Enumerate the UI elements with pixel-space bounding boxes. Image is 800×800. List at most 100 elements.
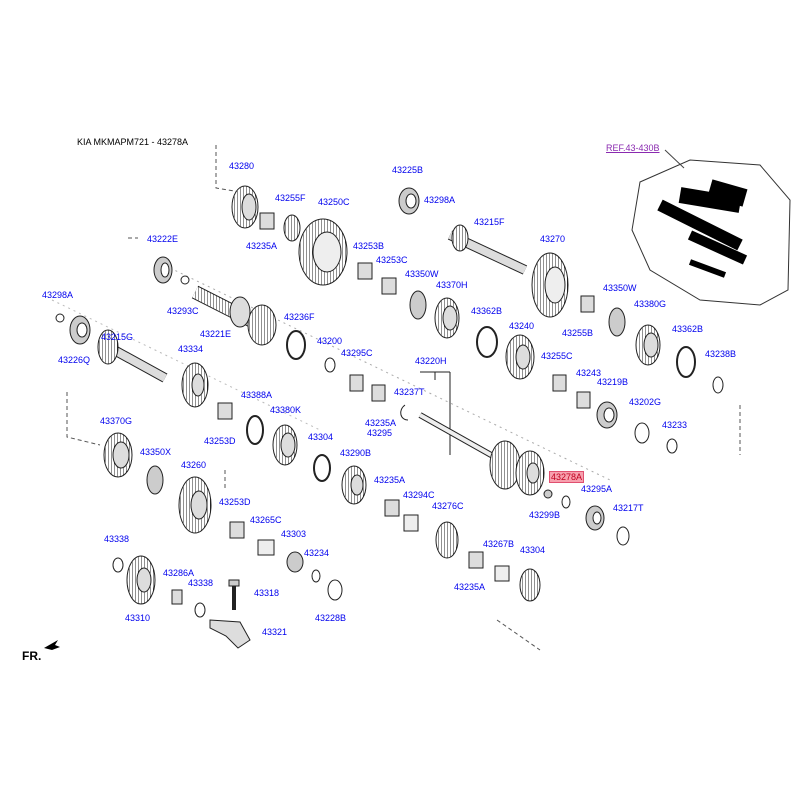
part-label-43270[interactable]: 43270 [540,234,566,244]
part-label-43235A[interactable]: 43235A [246,241,278,251]
part-label-43217T[interactable]: 43217T [613,503,644,513]
front-arrow-icon [44,640,60,650]
reference-link[interactable]: REF.43-430B [606,143,660,153]
part-label-43237T[interactable]: 43237T [394,387,425,397]
ring-43388A [246,415,264,445]
gear-43240 [505,334,535,380]
part-label-43253D[interactable]: 43253D [204,436,236,446]
part-label-43293C[interactable]: 43293C [167,306,199,316]
part-label-43253C[interactable]: 43253C [376,255,408,265]
bearing-43235A-3 [384,499,400,517]
ring-43202G [634,422,650,444]
part-label-43298A[interactable]: 43298A [42,290,74,300]
ring-43236F [286,330,306,360]
part-label-43350W[interactable]: 43350W [603,283,637,293]
part-label-43235A[interactable]: 43235A [365,418,397,428]
part-label-43294C[interactable]: 43294C [403,490,435,500]
part-label-43290B[interactable]: 43290B [340,448,372,458]
mainshaft-43220H [418,412,545,496]
gear-43270 [531,252,569,318]
part-label-43225B[interactable]: 43225B [392,165,424,175]
ring-43298A-left [55,313,65,323]
part-label-43226Q[interactable]: 43226Q [58,355,91,365]
part-label-43370G[interactable]: 43370G [100,416,133,426]
part-label-43303[interactable]: 43303 [281,529,307,539]
ring-43362B-2 [676,346,696,378]
part-label-43233[interactable]: 43233 [662,420,688,430]
part-label-43215F[interactable]: 43215F [474,217,505,227]
part-label-43220H[interactable]: 43220H [415,356,447,366]
part-label-43276C[interactable]: 43276C [432,501,464,511]
part-label-43267B[interactable]: 43267B [483,539,515,549]
part-label-43295A[interactable]: 43295A [581,484,613,494]
part-label-43240[interactable]: 43240 [509,321,535,331]
part-label-43255C[interactable]: 43255C [541,351,573,361]
part-label-43350X[interactable]: 43350X [140,447,172,457]
part-label-43235A[interactable]: 43235A [374,475,406,485]
part-label-43286A[interactable]: 43286A [163,568,195,578]
ring-43304-2 [519,568,541,602]
part-label-43280[interactable]: 43280 [229,161,255,171]
part-label-43362B[interactable]: 43362B [471,306,503,316]
ring-43304-1 [313,454,331,482]
bearing-43235A-4 [468,551,484,569]
part-label-43255F[interactable]: 43255F [275,193,306,203]
part-label-43338[interactable]: 43338 [104,534,130,544]
part-label-43250C[interactable]: 43250C [318,197,350,207]
bearing-43225B [398,187,420,215]
ring-43200 [324,357,336,373]
part-label-43370H[interactable]: 43370H [436,280,468,290]
part-label-43338[interactable]: 43338 [188,578,214,588]
part-label-43295C[interactable]: 43295C [341,348,373,358]
synchro-43370H [434,297,460,339]
bearing-43255B [580,295,595,313]
part-label-43380K[interactable]: 43380K [270,405,302,415]
part-label-43238B[interactable]: 43238B [705,349,737,359]
part-label-43388A[interactable]: 43388A [241,390,273,400]
part-label-43265C[interactable]: 43265C [250,515,282,525]
part-label-43234[interactable]: 43234 [304,548,330,558]
part-label-43222E[interactable]: 43222E [147,234,179,244]
part-label-43304[interactable]: 43304 [308,432,334,442]
part-label-43350W[interactable]: 43350W [405,269,439,279]
part-label-43255B[interactable]: 43255B [562,328,594,338]
ring-43217T [616,526,630,546]
part-label-43219B[interactable]: 43219B [597,377,629,387]
ring-43228B [327,579,343,601]
housing-43321 [209,619,251,649]
part-label-43260[interactable]: 43260 [181,460,207,470]
part-label-43298A[interactable]: 43298A [424,195,456,205]
synchro-43350W-2 [608,307,626,337]
gear-43260 [178,476,212,534]
part-label-43278A-highlighted[interactable]: 43278A [549,471,585,483]
part-label-43253B[interactable]: 43253B [353,241,385,251]
bearing-43303 [286,551,304,573]
bearing-43226Q [69,315,91,345]
bushing-43265C [257,539,275,556]
part-label-43243[interactable]: 43243 [576,368,602,378]
part-label-43380G[interactable]: 43380G [634,299,667,309]
gear-43255F [283,214,301,242]
part-label-43202G[interactable]: 43202G [629,397,662,407]
synchro-43350W-1 [409,290,427,320]
part-label-43334[interactable]: 43334 [178,344,204,354]
bearings-43255C [552,374,591,409]
part-label-43253D[interactable]: 43253D [219,497,251,507]
gear-43250C [298,218,348,286]
part-label-43235A[interactable]: 43235A [454,582,486,592]
part-label-43200[interactable]: 43200 [317,336,343,346]
part-label-43318[interactable]: 43318 [254,588,280,598]
part-label-43321[interactable]: 43321 [262,627,288,637]
part-label-43362B[interactable]: 43362B [672,324,704,334]
bearing-43286A [171,589,183,605]
part-label-43310[interactable]: 43310 [125,613,151,623]
part-label-43221E[interactable]: 43221E [200,329,232,339]
clip-43237T [400,404,409,421]
bearing-43253D-2 [229,521,245,539]
part-label-43304[interactable]: 43304 [520,545,546,555]
part-label-43215G[interactable]: 43215G [101,332,134,342]
part-label-43295[interactable]: 43295 [367,428,393,438]
part-label-43228B[interactable]: 43228B [315,613,347,623]
part-label-43299B[interactable]: 43299B [529,510,561,520]
part-label-43236F[interactable]: 43236F [284,312,315,322]
